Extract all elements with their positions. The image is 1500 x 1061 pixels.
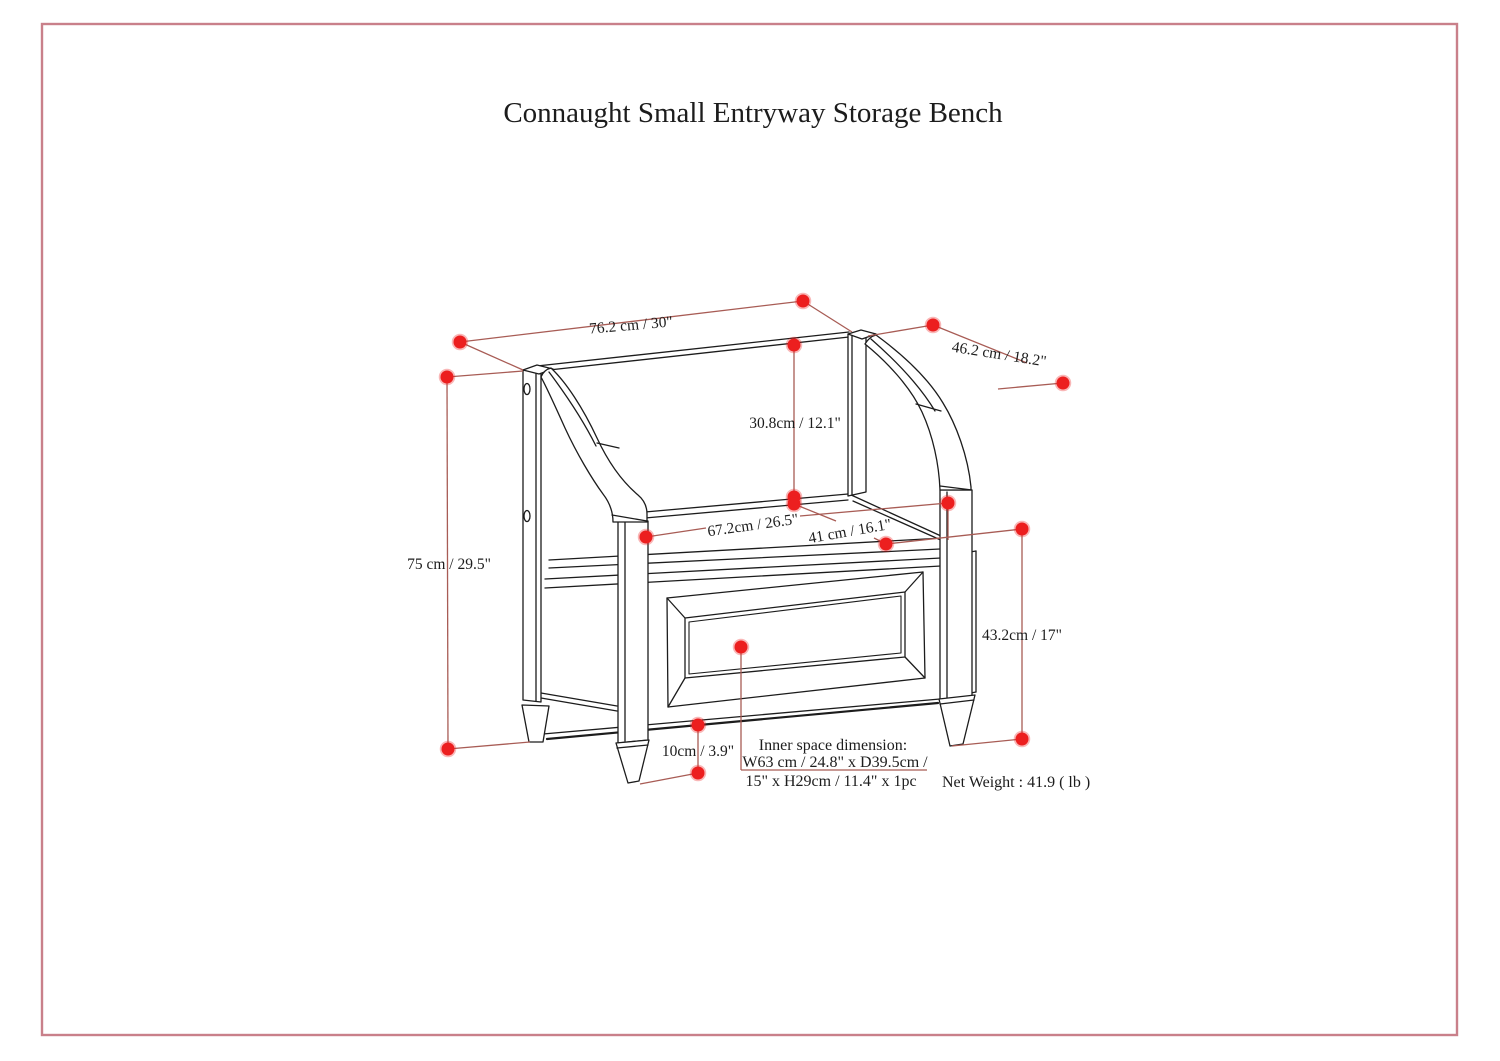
drawer-miter-bl [667, 677, 686, 708]
marker-leg-bottom [689, 764, 707, 782]
back-rail-top-line [536, 331, 850, 367]
width-dim-line [459, 300, 804, 343]
marker-inner-width-left [637, 528, 655, 546]
marker-inner-space [732, 638, 750, 656]
seat-right-edge-2 [852, 500, 944, 542]
seat-back-edge-2 [644, 499, 849, 519]
seat-depth-line-a [793, 503, 837, 522]
marker-depth-top [924, 316, 942, 334]
inner-width-label: 67.2cm / 26.5" [706, 511, 799, 541]
front-left-leg [617, 517, 649, 744]
back-left-post-cap [522, 364, 554, 375]
drawer-miter-tr [904, 571, 924, 593]
width-leader-left [459, 341, 524, 371]
left-arm-bevel-line [548, 371, 597, 447]
marker-leg-top [689, 716, 707, 734]
front-right-leg [939, 489, 973, 702]
height-dim-line [446, 376, 449, 750]
seat-front-edge [548, 537, 944, 561]
height-leader-bottom [447, 741, 531, 750]
marker-seat-height-top [1013, 520, 1031, 538]
box-bottom-rail [545, 701, 940, 741]
back-right-post [847, 333, 867, 497]
height-leader-top [446, 370, 524, 378]
left-arm [540, 367, 648, 523]
measurement-lines [446, 300, 1064, 785]
back-left-foot [521, 704, 550, 743]
inner-space-note-line3: 15" x H29cm / 11.4" x 1pc [745, 773, 916, 790]
front-left-foot-joint [616, 744, 649, 749]
left-arm-base-joint [611, 514, 648, 522]
seat-back-edge [644, 493, 849, 513]
depth-leader [867, 324, 934, 337]
backrest-height-label: 30.8cm / 12.1" [749, 415, 841, 432]
right-arm-base-joint [939, 485, 973, 491]
depth-dim-underline [997, 382, 1064, 390]
drawer-miter-br [904, 656, 926, 679]
marker-backrest-top [785, 336, 803, 354]
right-arm-bevel-line [870, 338, 936, 412]
seat-height-leader-bottom [951, 738, 1023, 747]
marker-width-left [451, 333, 469, 351]
marker-height-bottom [439, 740, 457, 758]
right-arm [864, 334, 972, 491]
marker-seat-depth-back [785, 495, 803, 513]
marker-height-top [438, 368, 456, 386]
page-title: Connaught Small Entryway Storage Bench [503, 97, 1003, 129]
inner-space-note-line1: Inner space dimension: [759, 737, 907, 754]
depth-dim-line [932, 324, 1028, 364]
left-stretcher [540, 692, 618, 707]
seat-right-edge [848, 493, 942, 537]
marker-width-right [794, 292, 812, 310]
left-stretcher-2 [540, 697, 618, 712]
drawer-miter-tl [666, 597, 686, 619]
front-right-foot-joint [939, 699, 975, 705]
post-hole-lower [523, 509, 531, 523]
bench-drawing [521, 329, 977, 784]
box-top-edge [544, 557, 942, 580]
right-arm-joint [915, 403, 942, 412]
page-border [40, 22, 1459, 1037]
leg-height-leader [639, 772, 699, 785]
back-left-post [522, 369, 542, 703]
overall-width-label: 76.2 cm / 30" [588, 313, 673, 337]
inner-width-line-a [645, 527, 707, 538]
left-arm-joint [596, 442, 620, 449]
marker-seat-height-bottom [1013, 730, 1031, 748]
front-right-foot [938, 694, 976, 747]
box-top-edge-2 [544, 565, 942, 589]
leg-height-label: 10cm / 3.9" [662, 743, 734, 760]
marker-depth-bottom [1054, 374, 1072, 392]
post-hole-upper [523, 382, 531, 396]
overall-depth-label: 46.2 cm / 18.2" [951, 339, 1048, 371]
back-rail-bottom-line [539, 336, 850, 372]
inner-space-note-line2: W63 cm / 24.8" x D39.5cm / [742, 754, 928, 771]
marker-seat-depth-front [877, 535, 895, 553]
seat-front-edge-2 [548, 548, 941, 569]
seat-height-leader-top [885, 528, 1023, 545]
front-left-foot [615, 739, 650, 784]
drawer-panel-bevel [688, 595, 902, 675]
measurement-markers [438, 292, 1072, 782]
inner-width-line-b [799, 502, 949, 517]
overall-height-label: 75 cm / 29.5" [407, 556, 491, 573]
net-weight-label: Net Weight : 41.9 ( lb ) [942, 774, 1090, 791]
seat-height-label: 43.2cm / 17" [982, 627, 1062, 644]
width-leader-right [802, 300, 853, 333]
marker-inner-width-right [939, 494, 957, 512]
